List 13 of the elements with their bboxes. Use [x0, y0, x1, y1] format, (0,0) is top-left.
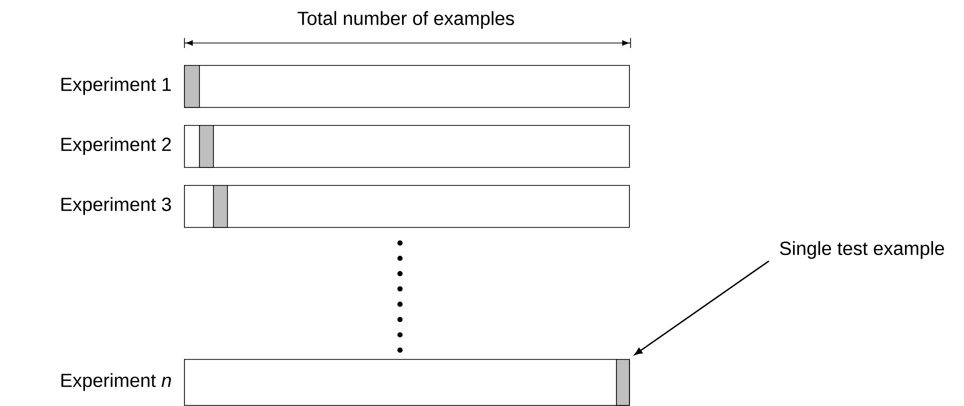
row-label: Experiment 2 [61, 137, 171, 155]
dimension-label: Total number of examples [298, 11, 514, 29]
row-label: Experiment n [61, 373, 171, 391]
test-segment [616, 359, 630, 406]
leader-line [634, 260, 770, 356]
row-label: Experiment 3 [61, 197, 171, 215]
test-segment [184, 65, 200, 108]
callout-text: Single test example [780, 241, 944, 259]
test-segment [213, 185, 228, 228]
example-bar [184, 125, 630, 168]
example-bar [184, 185, 630, 228]
test-segment [199, 125, 214, 168]
row-label: Experiment 1 [61, 77, 171, 95]
